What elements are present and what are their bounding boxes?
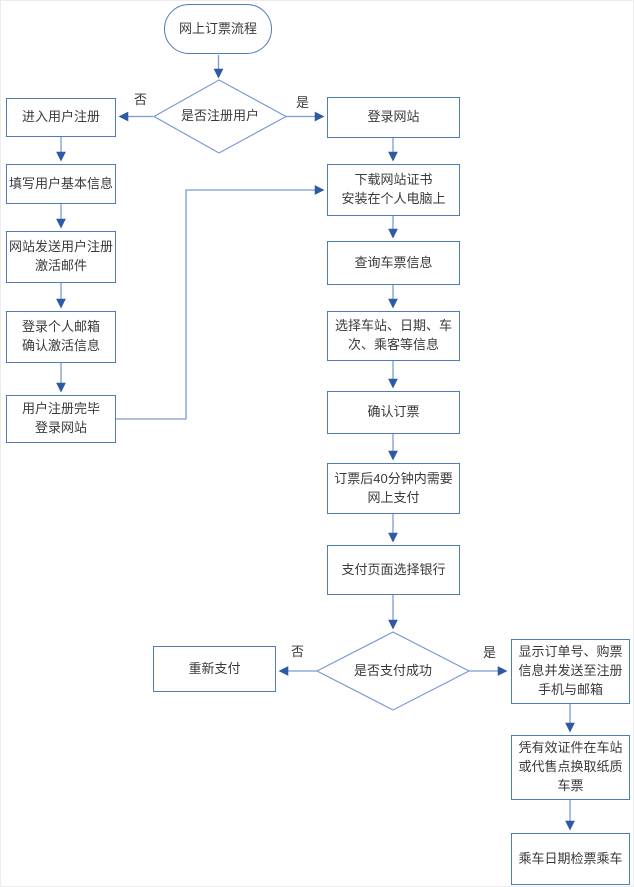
node-repay: 重新支付	[153, 646, 276, 692]
node-select-trip-info: 选择车站、日期、车 次、乘客等信息	[327, 311, 460, 361]
node-download-certificate: 下载网站证书 安装在个人电脑上	[327, 164, 460, 216]
node-decision-payment: 是否支付成功	[353, 662, 432, 678]
edge-label-no-register: 否	[134, 92, 148, 107]
connector-registerdone-to-cert	[116, 185, 325, 420]
node-login-website: 登录网站	[327, 97, 460, 138]
node-board-train: 乘车日期检票乘车	[511, 833, 630, 885]
node-start: 网上订票流程	[164, 4, 272, 54]
node-decision-registered: 是否注册用户	[180, 107, 259, 123]
node-pay-within-40min: 订票后40分钟内需要 网上支付	[327, 463, 460, 514]
node-registration-done: 用户注册完毕 登录网站	[6, 395, 116, 443]
node-confirm-booking: 确认订票	[327, 391, 460, 434]
edge-label-yes-register: 是	[296, 95, 310, 110]
node-confirm-activation: 登录个人邮箱 确认激活信息	[6, 311, 116, 363]
decision-payment-diamond-shape	[315, 631, 471, 711]
decision-registered-diamond-shape	[152, 79, 288, 154]
node-exchange-paper-ticket: 凭有效证件在车站 或代售点换取纸质 车票	[511, 735, 630, 800]
edge-label-no-payment: 否	[291, 644, 305, 659]
node-send-activation-email: 网站发送用户注册 激活邮件	[6, 231, 116, 283]
edge-label-yes-payment: 是	[483, 645, 497, 660]
node-select-bank: 支付页面选择银行	[327, 545, 460, 595]
node-enter-registration: 进入用户注册	[6, 98, 116, 137]
node-fill-basic-info: 填写用户基本信息	[6, 164, 116, 204]
node-show-order-info: 显示订单号、购票 信息并发送至注册 手机与邮箱	[511, 639, 630, 704]
node-query-ticket-info: 查询车票信息	[327, 241, 460, 285]
